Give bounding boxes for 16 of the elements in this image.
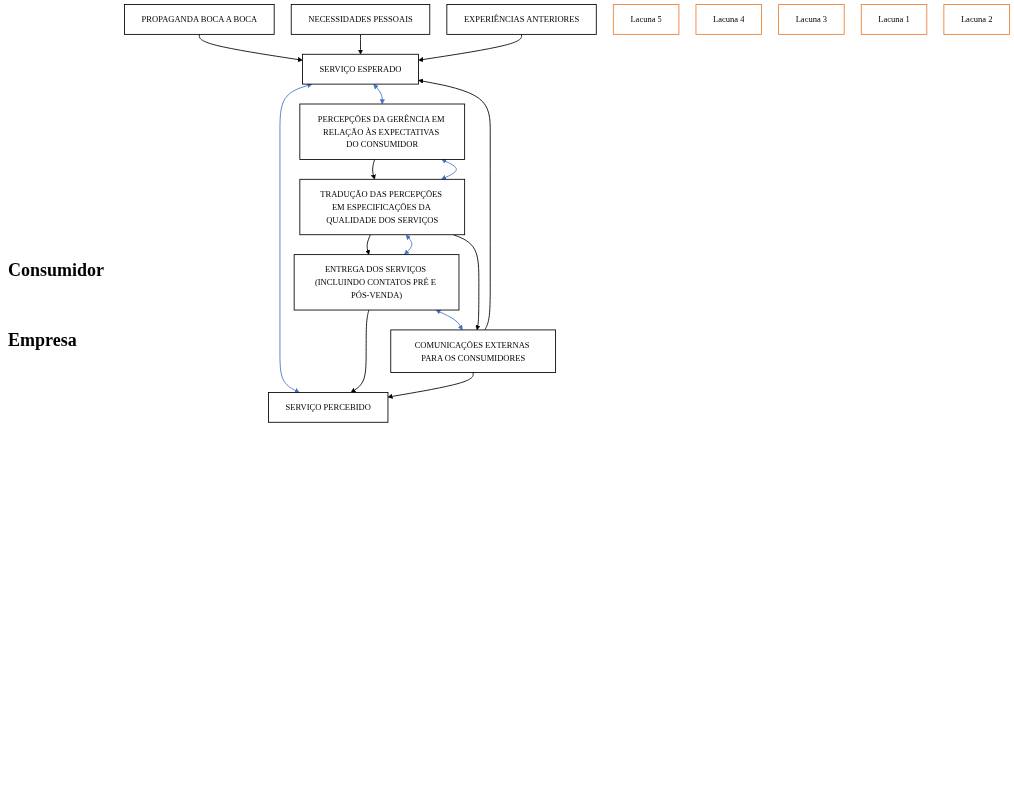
node-box: PERCEPÇÕES DA GERÊNCIA EM RELAÇÃO ÀS EXPECTATIVAS DO CONSUMIDOR — [299, 103, 466, 160]
node-box: ENTREGA DOS SERVIÇOS (INCLUINDO CONTATOS PRÉ E PÓS-VENDA) — [293, 254, 460, 311]
node-box: NECESSIDADES PESSOAIS — [290, 4, 431, 35]
section-label: Empresa — [8, 330, 77, 351]
node-box: SERVIÇO PERCEBIDO — [268, 392, 389, 423]
node-box: TRADUÇÃO DAS PERCEPÇÕES EM ESPECIFICAÇÕES DA QUALIDADE DOS SERVIÇOS — [299, 178, 466, 236]
node-box: Lacuna 2 — [943, 4, 1010, 35]
node-box: Lacuna 4 — [695, 4, 762, 35]
node-box: EXPERIÊNCIAS ANTERIORES — [446, 4, 597, 35]
node-box: Lacuna 5 — [612, 4, 680, 35]
node-box: PROPAGANDA BOCA A BOCA — [124, 4, 275, 35]
node-box: COMUNICAÇÕES EXTERNAS PARA OS CONSUMIDORES — [390, 329, 556, 373]
node-box: Lacuna 3 — [778, 4, 845, 35]
section-label: Consumidor — [8, 260, 105, 281]
node-box: SERVIÇO ESPERADO — [302, 53, 419, 85]
node-box: Lacuna 1 — [860, 4, 928, 35]
